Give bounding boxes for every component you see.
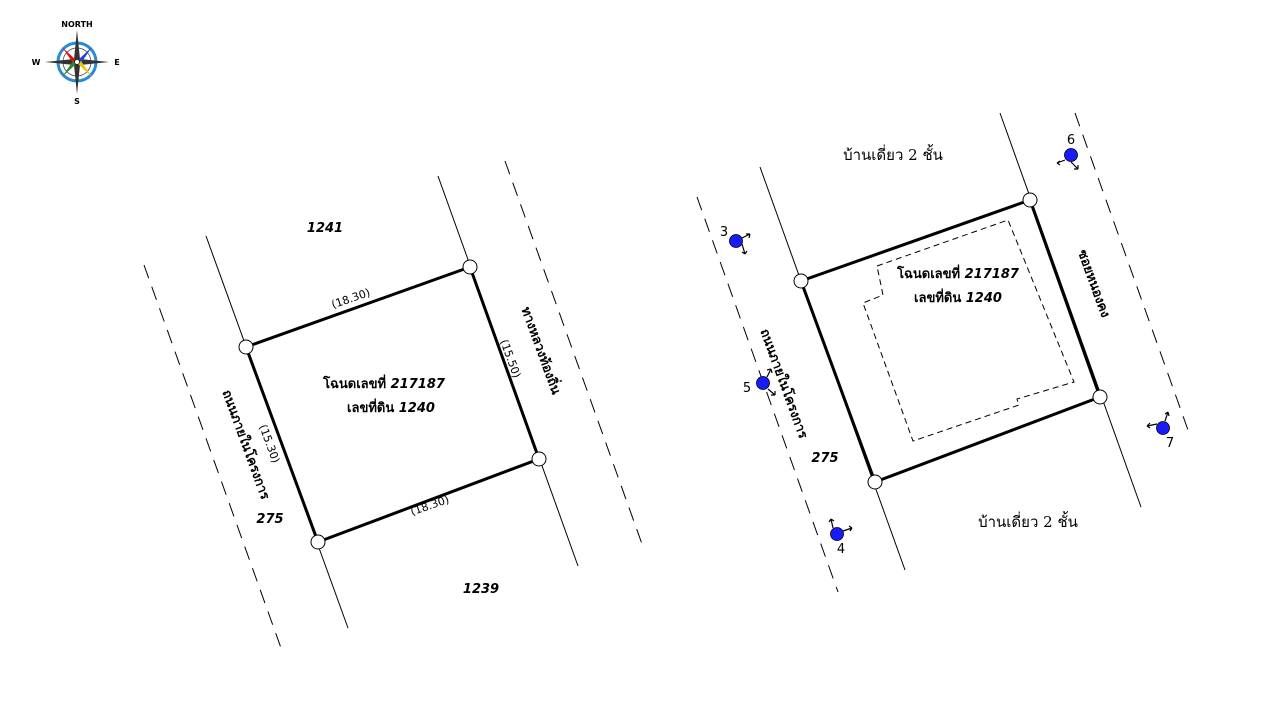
road-number-west: 275: [256, 512, 283, 527]
building-footprint: [862, 219, 1075, 442]
lane-name-east: ซอยหนองคง: [1074, 248, 1112, 320]
photo-point-number: 5: [743, 381, 751, 396]
boundary-marker: [1092, 389, 1108, 405]
parcel-label: เลขที่ดิน 1240: [914, 288, 1002, 306]
compass-west-label: W: [32, 58, 41, 67]
lane-edge-dashed-east: [504, 160, 643, 545]
photo-point-6: 6: [1056, 133, 1079, 170]
deed-label: โฉนดเลขที่ 217187: [322, 374, 446, 392]
deed-line: โฉนดเลขที่: [322, 374, 386, 392]
photo-point-3: 3: [720, 225, 751, 255]
plot-boundary: [799, 198, 1102, 484]
deed-label: โฉนดเลขที่ 217187: [896, 264, 1020, 282]
compass-rose-icon: NORTH E W S: [32, 20, 120, 106]
road-number-west: 275: [811, 451, 838, 466]
left-plot-map: (18.30) (18.30) (15.30) (15.50) 1241 123…: [143, 160, 643, 649]
boundary-marker: [793, 273, 809, 289]
right-plot-map: บ้านเดี่ยว 2 ชั้น บ้านเดี่ยว 2 ชั้น ถนนภ…: [696, 112, 1189, 593]
boundary-marker: [238, 339, 254, 355]
dimension-right: (15.50): [497, 338, 523, 380]
parcel-label: เลขที่ดิน 1240: [347, 398, 435, 416]
photo-point-4: 4: [828, 518, 853, 557]
road-edge-dashed-west: [143, 264, 282, 649]
neighbor-parcel-south: 1239: [463, 582, 499, 597]
parcel-number: 1240: [966, 291, 1002, 306]
neighbor-parcel-north: 1241: [307, 221, 343, 236]
deed-number: 217187: [391, 377, 446, 392]
neighbor-house-north: บ้านเดี่ยว 2 ชั้น: [843, 144, 943, 164]
boundary-marker: [1022, 192, 1038, 208]
lane-edge-dashed-east: [1074, 112, 1189, 431]
compass-south-label: S: [74, 97, 80, 106]
photo-point-5: 5: [743, 368, 776, 396]
photo-point-number: 4: [837, 542, 845, 557]
parcel-number: 1240: [399, 401, 435, 416]
parcel-line: เลขที่ดิน: [914, 288, 961, 306]
compass-north-label: NORTH: [61, 20, 92, 29]
dimension-bottom: (18.30): [409, 493, 451, 518]
deed-line: โฉนดเลขที่: [896, 264, 960, 282]
photo-point-number: 6: [1067, 133, 1075, 148]
boundary-marker: [531, 451, 547, 467]
dimension-left: (15.30): [256, 423, 282, 465]
neighbor-house-south: บ้านเดี่ยว 2 ชั้น: [978, 511, 1078, 531]
lane-name-east: ทางหลวงท้องถิ่น: [518, 304, 566, 397]
deed-number: 217187: [965, 267, 1020, 282]
parcel-line: เลขที่ดิน: [347, 398, 394, 416]
boundary-marker: [462, 259, 478, 275]
road-edge-dashed-west: [696, 196, 839, 593]
photo-point-7: 7: [1146, 411, 1174, 451]
compass-east-label: E: [114, 58, 119, 67]
photo-point-number: 3: [720, 225, 728, 240]
boundary-marker: [310, 534, 326, 550]
boundary-marker: [867, 474, 883, 490]
photo-point-number: 7: [1166, 436, 1174, 451]
dimension-top: (18.30): [330, 286, 372, 311]
